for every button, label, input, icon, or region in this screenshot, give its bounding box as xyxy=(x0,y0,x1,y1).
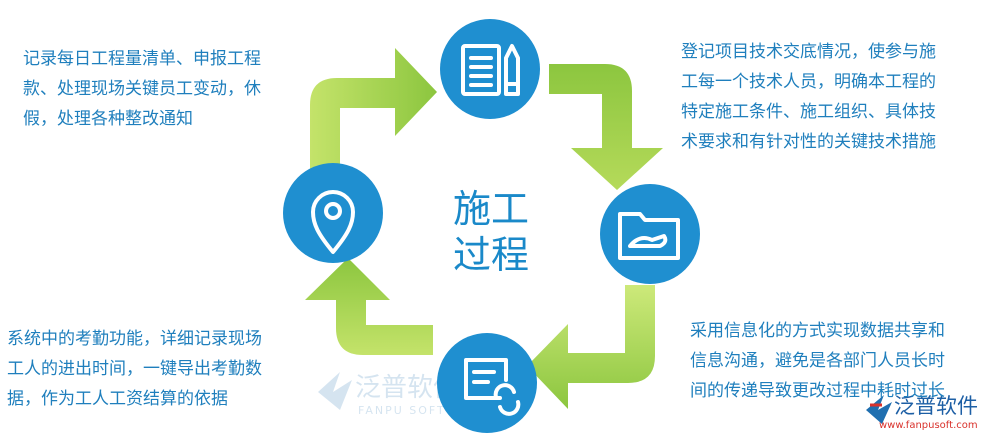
document-pencil-icon xyxy=(461,44,520,96)
desc-line: 系统中的考勤功能，详细记录现场 xyxy=(7,329,262,349)
step-desc-left-bottom: 系统中的考勤功能，详细记录现场 工人的进出时间，一键导出考勤数 据，作为工人工资… xyxy=(7,324,307,414)
desc-line: 工人的进出时间，一键导出考勤数 xyxy=(7,359,262,379)
folder-hand-icon xyxy=(618,212,680,260)
step-desc-right-bottom: 采用信息化的方式实现数据共享和 信息沟通，避免是各部门人员长时 间的传递导致更改… xyxy=(690,316,980,406)
step-circle-bottom xyxy=(437,333,537,433)
desc-line: 信息沟通，避免是各部门人员长时 xyxy=(690,351,945,371)
step-desc-left-top: 记录每日工程量清单、申报工程 款、处理现场关键员工变动，休 假，处理各种整改通知 xyxy=(23,44,313,134)
brand-logo: 泛普软件 www.fanpusoft.com xyxy=(866,394,978,431)
step-circle-top xyxy=(440,19,540,119)
step-circle-left xyxy=(283,163,383,263)
form-refresh-icon xyxy=(464,358,521,416)
watermark-swoosh-icon xyxy=(318,372,352,410)
desc-line: 间的传递导致更改过程中耗时过长 xyxy=(690,381,945,401)
desc-line: 记录每日工程量清单、申报工程 xyxy=(23,49,261,69)
arrow-left-to-top xyxy=(310,48,437,174)
step-desc-right-top: 登记项目技术交底情况，使参与施 工每一个技术人员，明确本工程的 特定施工条件、施… xyxy=(681,37,971,157)
arrow-bottom-to-left xyxy=(305,258,433,355)
arrow-right-to-bottom xyxy=(527,285,655,409)
step-circle-right xyxy=(600,184,700,284)
desc-line: 款、处理现场关键员工变动，休 xyxy=(23,79,261,99)
desc-line: 采用信息化的方式实现数据共享和 xyxy=(690,321,945,341)
center-title: 施工 过程 xyxy=(436,186,546,278)
brand-name: 泛普软件 xyxy=(894,394,978,418)
location-pin-icon xyxy=(311,190,355,254)
desc-line: 工每一个技术人员，明确本工程的 xyxy=(681,72,936,92)
desc-line: 登记项目技术交底情况，使参与施 xyxy=(681,42,936,62)
brand-swoosh-icon xyxy=(866,395,892,424)
desc-line: 假，处理各种整改通知 xyxy=(23,109,193,129)
desc-line: 术要求和有针对性的关键技术措施 xyxy=(681,132,936,152)
center-title-line-1: 施工 xyxy=(452,187,529,231)
center-title-line-2: 过程 xyxy=(452,233,529,277)
desc-line: 据，作为工人工资结算的依据 xyxy=(7,389,228,409)
desc-line: 特定施工条件、施工组织、具体技 xyxy=(681,102,936,122)
watermark-url: FANPU SOFTW xyxy=(358,404,459,417)
arrow-top-to-right xyxy=(549,64,663,190)
brand-url: www.fanpusoft.com xyxy=(879,420,978,431)
